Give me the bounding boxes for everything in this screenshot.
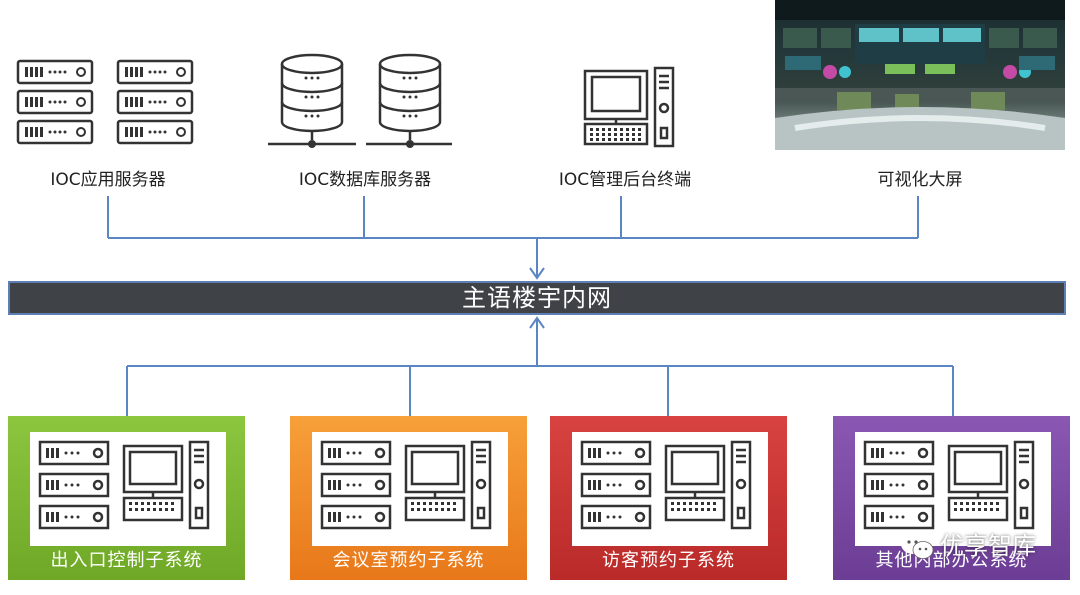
subsystem-icon-panel: [30, 432, 226, 546]
device-label-app-server: IOC应用服务器: [50, 170, 166, 190]
device-label-db-server: IOC数据库服务器: [298, 170, 432, 190]
device-label-display-wall: 可视化大屏: [877, 170, 963, 190]
control-room-photo: [775, 0, 1065, 150]
server-computer-icon: [38, 440, 210, 530]
subsystem-label: 出入口控制子系统: [50, 550, 203, 571]
subsystem-label: 其他内部办公系统: [875, 550, 1028, 571]
subsystem-icon-panel: [855, 432, 1051, 546]
subsystem-visitor: 访客预约子系统: [550, 416, 787, 580]
network-label: 主语楼宇内网: [462, 284, 612, 312]
watermark: 优享智库: [900, 526, 1036, 561]
database-icon: [268, 53, 452, 148]
subsystem-access-control: 出入口控制子系统: [8, 416, 245, 580]
server-computer-icon: [580, 440, 752, 530]
device-label-terminal: IOC管理后台终端: [558, 170, 692, 190]
network-bus: 主语楼宇内网: [8, 281, 1066, 315]
subsystem-office: 其他内部办公系统: [833, 416, 1070, 580]
watermark-text: 优享智库: [940, 532, 1036, 560]
subsystem-icon-panel: [572, 432, 768, 546]
computer-terminal-icon: [583, 66, 675, 148]
server-computer-icon: [320, 440, 492, 530]
server-rack-icon: [16, 59, 194, 145]
subsystem-label: 访客预约子系统: [602, 550, 735, 571]
subsystem-label: 会议室预约子系统: [332, 550, 485, 571]
server-computer-icon: [863, 440, 1035, 530]
wechat-icon: [901, 534, 934, 559]
subsystem-meeting-room: 会议室预约子系统: [290, 416, 527, 580]
subsystem-icon-panel: [312, 432, 508, 546]
